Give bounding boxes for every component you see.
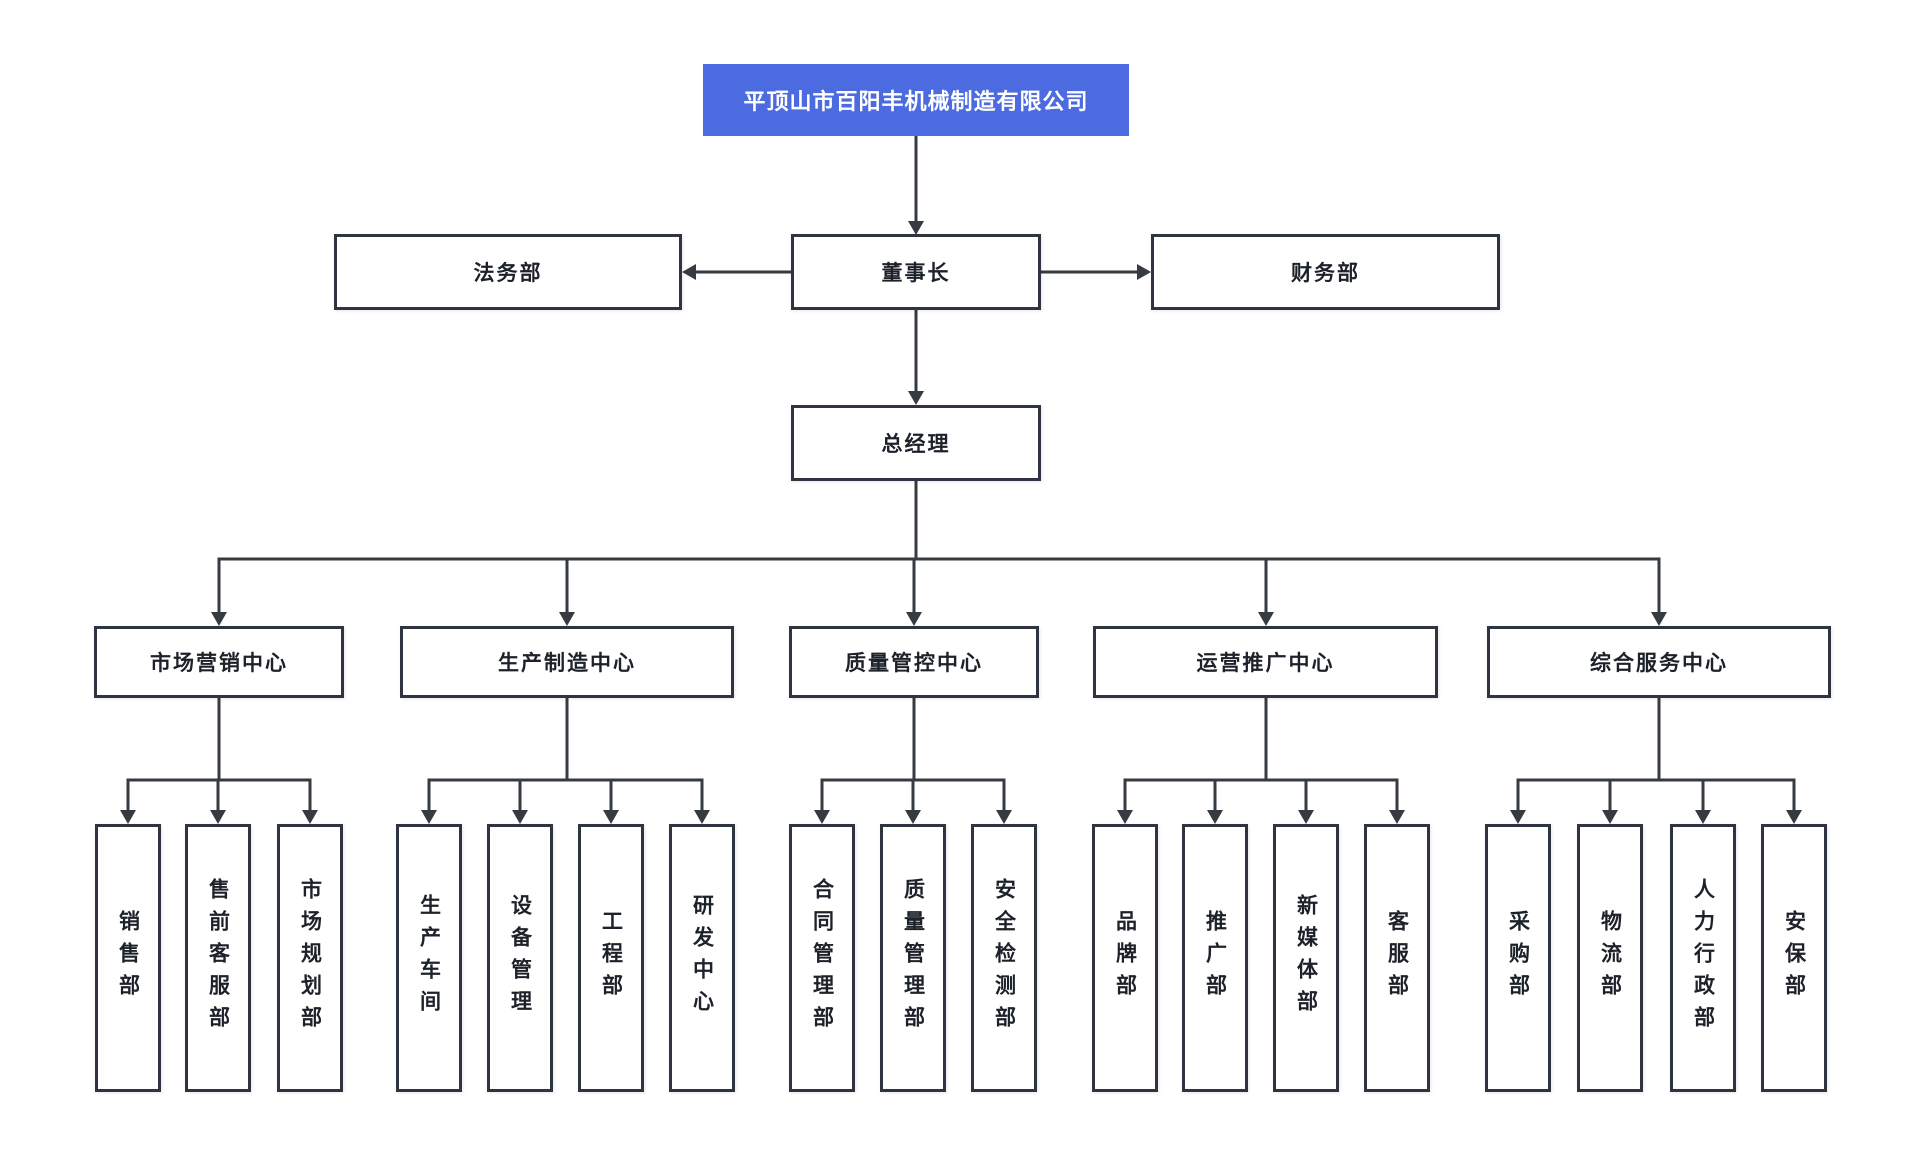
dept-label: 推广部 — [1203, 910, 1227, 1006]
dept-node-security: 安保部 — [1761, 824, 1827, 1092]
dept-node-customer-service: 客服部 — [1364, 824, 1430, 1092]
dept-label: 客服部 — [1385, 910, 1409, 1006]
finance-dept-node: 财务部 — [1151, 234, 1500, 310]
dept-label: 新媒体部 — [1294, 894, 1318, 1022]
dept-node-presales-service: 售前客服部 — [185, 824, 251, 1092]
dept-label: 生产车间 — [417, 894, 441, 1022]
dept-node-sales: 销售部 — [95, 824, 161, 1092]
company-root-node: 平顶山市百阳丰机械制造有限公司 — [703, 64, 1129, 136]
dept-label: 人力行政部 — [1691, 878, 1715, 1038]
dept-node-engineering: 工程部 — [578, 824, 644, 1092]
legal-dept-node: 法务部 — [334, 234, 682, 310]
dept-node-logistics: 物流部 — [1577, 824, 1643, 1092]
center-node-operations: 运营推广中心 — [1093, 626, 1438, 698]
dept-node-safety-inspection: 安全检测部 — [971, 824, 1037, 1092]
center-node-production: 生产制造中心 — [400, 626, 734, 698]
dept-label: 采购部 — [1506, 910, 1530, 1006]
dept-node-brand: 品牌部 — [1092, 824, 1158, 1092]
dept-label: 安保部 — [1782, 910, 1806, 1006]
dept-node-procurement: 采购部 — [1485, 824, 1551, 1092]
dept-node-hr-admin: 人力行政部 — [1670, 824, 1736, 1092]
dept-node-quality-management: 质量管理部 — [880, 824, 946, 1092]
dept-node-new-media: 新媒体部 — [1273, 824, 1339, 1092]
center-node-marketing: 市场营销中心 — [94, 626, 344, 698]
center-node-quality: 质量管控中心 — [789, 626, 1039, 698]
dept-label: 售前客服部 — [206, 878, 230, 1038]
dept-label: 销售部 — [116, 910, 140, 1006]
center-node-services: 综合服务中心 — [1487, 626, 1831, 698]
dept-label: 品牌部 — [1113, 910, 1137, 1006]
chairman-node: 董事长 — [791, 234, 1041, 310]
dept-label: 设备管理 — [508, 894, 532, 1022]
dept-label: 质量管理部 — [901, 878, 925, 1038]
dept-label: 物流部 — [1598, 910, 1622, 1006]
dept-label: 市场规划部 — [298, 878, 322, 1038]
dept-node-promotion: 推广部 — [1182, 824, 1248, 1092]
dept-node-market-planning: 市场规划部 — [277, 824, 343, 1092]
dept-node-contract-management: 合同管理部 — [789, 824, 855, 1092]
dept-label: 研发中心 — [690, 894, 714, 1022]
dept-label: 安全检测部 — [992, 878, 1016, 1038]
general-manager-node: 总经理 — [791, 405, 1041, 481]
dept-node-equipment-management: 设备管理 — [487, 824, 553, 1092]
dept-node-production-workshop: 生产车间 — [396, 824, 462, 1092]
dept-node-rnd-center: 研发中心 — [669, 824, 735, 1092]
dept-label: 工程部 — [599, 910, 623, 1006]
dept-label: 合同管理部 — [810, 878, 834, 1038]
